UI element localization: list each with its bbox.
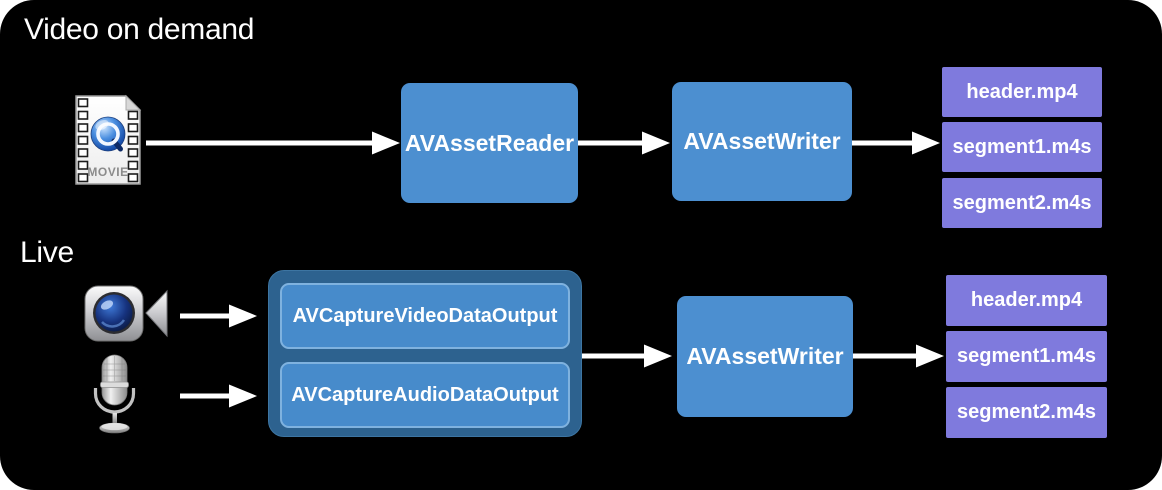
section-title-live: Live bbox=[20, 236, 74, 269]
camera-icon bbox=[84, 284, 168, 344]
quicktime-movie-icon: MOVIE bbox=[72, 94, 144, 186]
arrow-capture-to-writer bbox=[582, 344, 672, 368]
arrow-writer-to-segments-live bbox=[853, 344, 944, 368]
output-file-segment1-live: segment1.m4s bbox=[946, 331, 1107, 382]
movie-file-label: MOVIE bbox=[87, 165, 129, 179]
output-file-segment1-vod: segment1.m4s bbox=[942, 122, 1102, 172]
node-avassetwriter-vod: AVAssetWriter bbox=[672, 82, 852, 201]
output-file-header-live: header.mp4 bbox=[946, 275, 1107, 326]
output-file-segment2-vod: segment2.m4s bbox=[942, 178, 1102, 228]
microphone-glyph bbox=[93, 354, 136, 434]
arrow-mic-to-audiooutput bbox=[180, 384, 257, 408]
camera-glyph bbox=[84, 285, 168, 342]
movie-file-glyph bbox=[75, 94, 142, 185]
output-file-segment2-live: segment2.m4s bbox=[946, 387, 1107, 438]
arrow-writer-to-segments-vod bbox=[852, 131, 940, 155]
arrow-camera-to-videooutput bbox=[180, 304, 257, 328]
section-title-vod: Video on demand bbox=[24, 13, 255, 46]
node-avassetreader: AVAssetReader bbox=[401, 83, 578, 203]
arrow-reader-to-writer bbox=[578, 131, 670, 155]
node-avcapturevideodataoutput: AVCaptureVideoDataOutput bbox=[280, 283, 570, 349]
microphone-icon bbox=[92, 354, 136, 438]
arrow-movie-to-reader bbox=[146, 131, 400, 155]
node-avcaptureaudiodataoutput: AVCaptureAudioDataOutput bbox=[280, 362, 570, 428]
capture-session-group: AVCaptureVideoDataOutput AVCaptureAudioD… bbox=[268, 270, 582, 437]
node-avassetwriter-live: AVAssetWriter bbox=[677, 296, 853, 417]
output-file-header-vod: header.mp4 bbox=[942, 67, 1102, 117]
